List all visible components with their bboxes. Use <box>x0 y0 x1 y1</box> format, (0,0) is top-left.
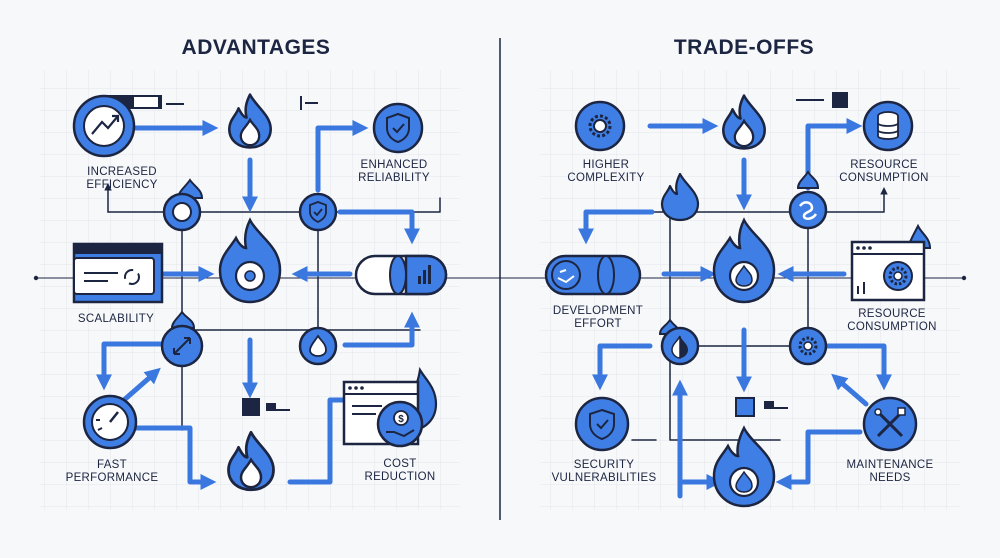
svg-text:SECURITY: SECURITY <box>574 459 635 471</box>
ring-icon <box>162 178 204 232</box>
svg-text:RESOURCE: RESOURCE <box>850 159 918 171</box>
svg-text:COMPLEXITY: COMPLEXITY <box>567 172 644 184</box>
half-drop-icon <box>658 318 700 366</box>
svg-text:SCALABILITY: SCALABILITY <box>78 313 154 325</box>
label-cost-reduction: COST REDUCTION <box>364 458 435 483</box>
svg-text:COST: COST <box>383 458 416 470</box>
shield-node-icon <box>298 192 338 232</box>
svg-text:NEEDS: NEEDS <box>869 472 910 484</box>
small-square-right-icon <box>796 92 848 108</box>
svg-text:$: $ <box>398 414 404 425</box>
label-development-effort: DEVELOPMENT EFFORT <box>553 305 643 330</box>
svg-text:RELIABILITY: RELIABILITY <box>358 172 430 184</box>
hand-capsule-icon <box>544 254 642 296</box>
toggle-window-icon <box>72 242 164 304</box>
small-lines-icon <box>300 96 318 110</box>
swirl-icon <box>788 170 828 230</box>
svg-text:EFFICIENCY: EFFICIENCY <box>86 179 157 191</box>
svg-text:PERFORMANCE: PERFORMANCE <box>66 472 159 484</box>
svg-text:DEVELOPMENT: DEVELOPMENT <box>553 305 643 317</box>
svg-text:CONSUMPTION: CONSUMPTION <box>839 172 929 184</box>
svg-text:HIGHER: HIGHER <box>583 159 630 171</box>
central-flame-right-node <box>712 217 776 304</box>
label-security-vulnerabilities: SECURITY VULNERABILITIES <box>552 459 657 484</box>
settings-window-icon <box>850 223 932 302</box>
security-shield-icon <box>574 396 630 452</box>
label-maintenance-needs: MAINTENANCE NEEDS <box>846 459 933 484</box>
bottom-flame-right-icon <box>712 425 776 508</box>
label-increased-efficiency: INCREASED EFFICIENCY <box>86 166 157 191</box>
svg-text:FAST: FAST <box>97 459 127 471</box>
label-fast-performance: FAST PERFORMANCE <box>66 459 159 484</box>
trend-chart-icon <box>72 94 184 158</box>
small-square-icon <box>242 398 290 416</box>
bar-chart-capsule-icon <box>354 254 448 296</box>
svg-text:RESOURCE: RESOURCE <box>858 308 926 320</box>
label-resource-consumption-bottom: RESOURCE CONSUMPTION <box>847 308 937 333</box>
svg-text:MAINTENANCE: MAINTENANCE <box>846 459 933 471</box>
shield-check-icon <box>372 102 424 154</box>
svg-text:EFFORT: EFFORT <box>574 318 622 330</box>
svg-text:VULNERABILITIES: VULNERABILITIES <box>552 472 657 484</box>
label-higher-complexity: HIGHER COMPLEXITY <box>567 159 644 184</box>
flame-node-small-icon <box>298 326 338 366</box>
svg-text:CONSUMPTION: CONSUMPTION <box>847 321 937 333</box>
tools-icon <box>862 396 918 452</box>
svg-text:REDUCTION: REDUCTION <box>364 471 435 483</box>
label-resource-consumption-top: RESOURCE CONSUMPTION <box>839 159 929 184</box>
small-square-right-mid-icon <box>735 397 788 417</box>
axis-end-right <box>961 275 967 281</box>
browser-dollar-icon: $ <box>342 366 438 448</box>
gear-node-icon <box>788 326 828 366</box>
speedometer-icon <box>82 394 138 450</box>
tradeoffs-title: TRADE-OFFS <box>674 36 814 59</box>
svg-text:ENHANCED: ENHANCED <box>361 159 428 171</box>
expand-arrows-icon <box>160 310 204 368</box>
svg-text:INCREASED: INCREASED <box>87 166 157 178</box>
axis-end-left <box>33 275 39 281</box>
central-flame-node <box>218 217 282 304</box>
advantages-title: ADVANTAGES <box>182 36 331 59</box>
database-icon <box>862 100 914 152</box>
label-enhanced-reliability: ENHANCED RELIABILITY <box>358 159 430 184</box>
gear-icon <box>574 100 626 152</box>
label-scalability: SCALABILITY <box>78 313 154 325</box>
left-connectors <box>95 119 441 491</box>
